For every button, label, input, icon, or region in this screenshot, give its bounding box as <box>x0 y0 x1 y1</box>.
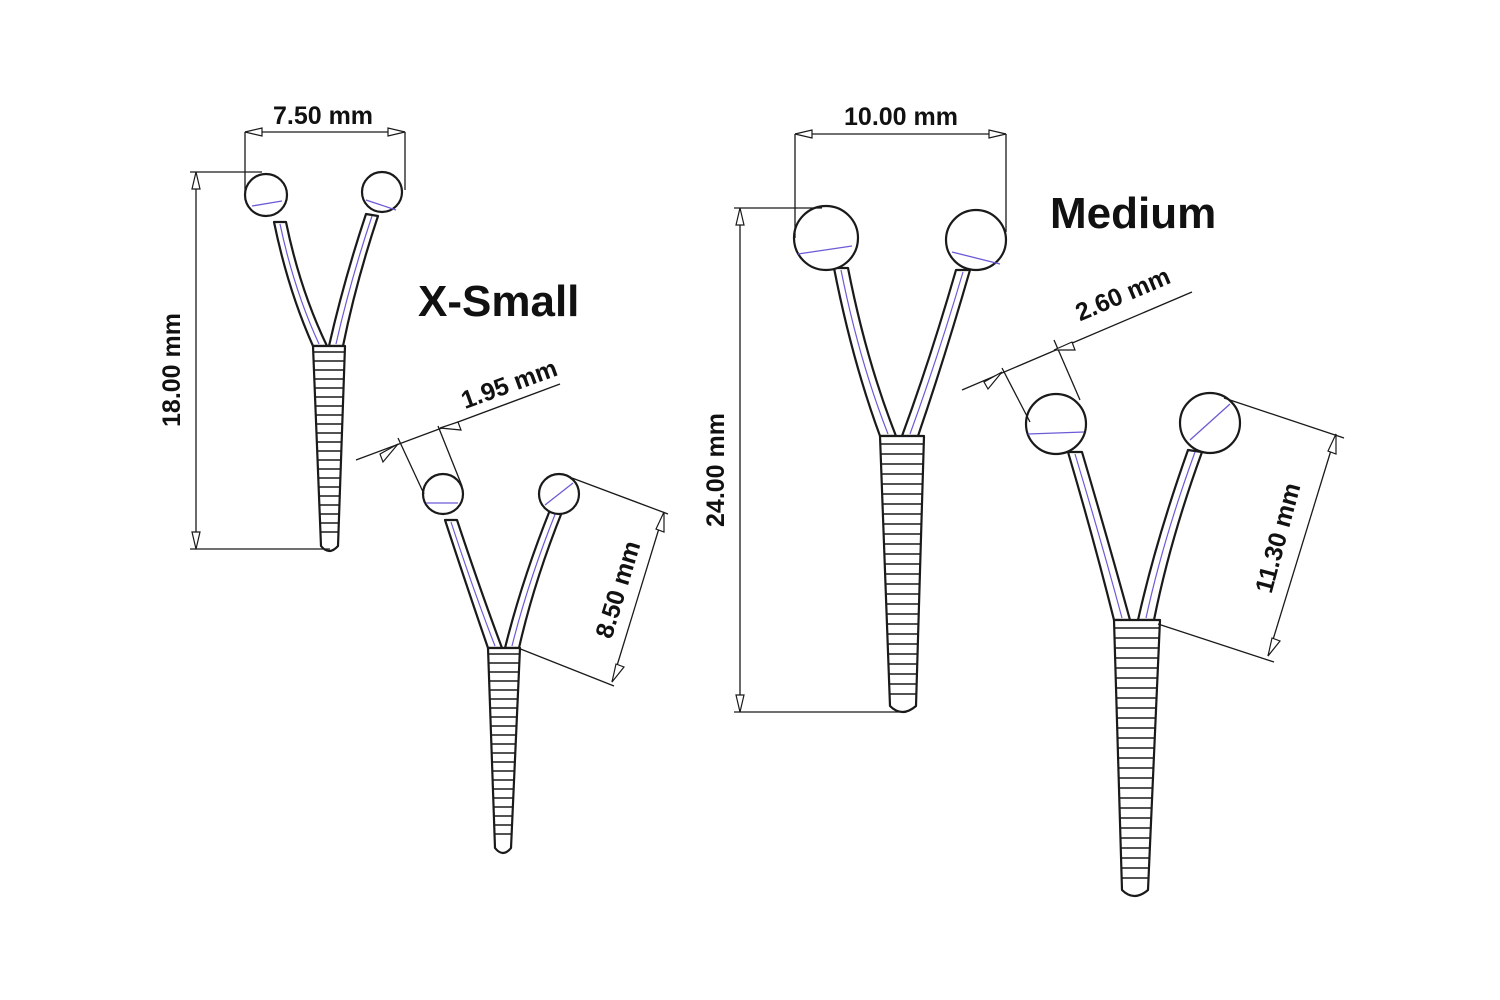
medium-ball-label: 2.60 mm <box>1071 262 1174 327</box>
xsmall-arm-dimension: 8.50 mm <box>517 477 669 687</box>
xsmall-front-device <box>243 170 404 553</box>
xsmall-height-label: 18.00 mm <box>158 313 186 427</box>
xsmall-title: X-Small <box>418 277 579 326</box>
xsmall-arm-label: 8.50 mm <box>590 538 646 642</box>
medium-width-label: 10.00 mm <box>844 103 958 131</box>
medium-width-dimension: 10.00 mm <box>794 103 1007 238</box>
xsmall-width-label: 7.50 mm <box>273 102 373 130</box>
medium-tilted-device <box>1024 391 1242 898</box>
xsmall-width-dimension: 7.50 mm <box>244 102 406 195</box>
stem-ribs <box>488 653 520 835</box>
medium-height-label: 24.00 mm <box>702 413 730 527</box>
medium-height-dimension: 24.00 mm <box>702 207 900 713</box>
xsmall-ball-label: 1.95 mm <box>457 354 561 415</box>
medium-title: Medium <box>1050 189 1216 238</box>
medium-ball-dimension: 2.60 mm <box>961 262 1193 423</box>
xsmall-height-dimension: 18.00 mm <box>158 171 330 550</box>
medium-arm-label: 11.30 mm <box>1250 480 1306 596</box>
xsmall-tilted-device <box>421 472 581 855</box>
stem-ribs <box>1114 627 1160 879</box>
stem-ribs <box>313 351 345 533</box>
medium-front-device <box>792 204 1008 714</box>
stem-ribs <box>880 443 924 695</box>
xsmall-ball-dimension: 1.95 mm <box>355 354 561 495</box>
